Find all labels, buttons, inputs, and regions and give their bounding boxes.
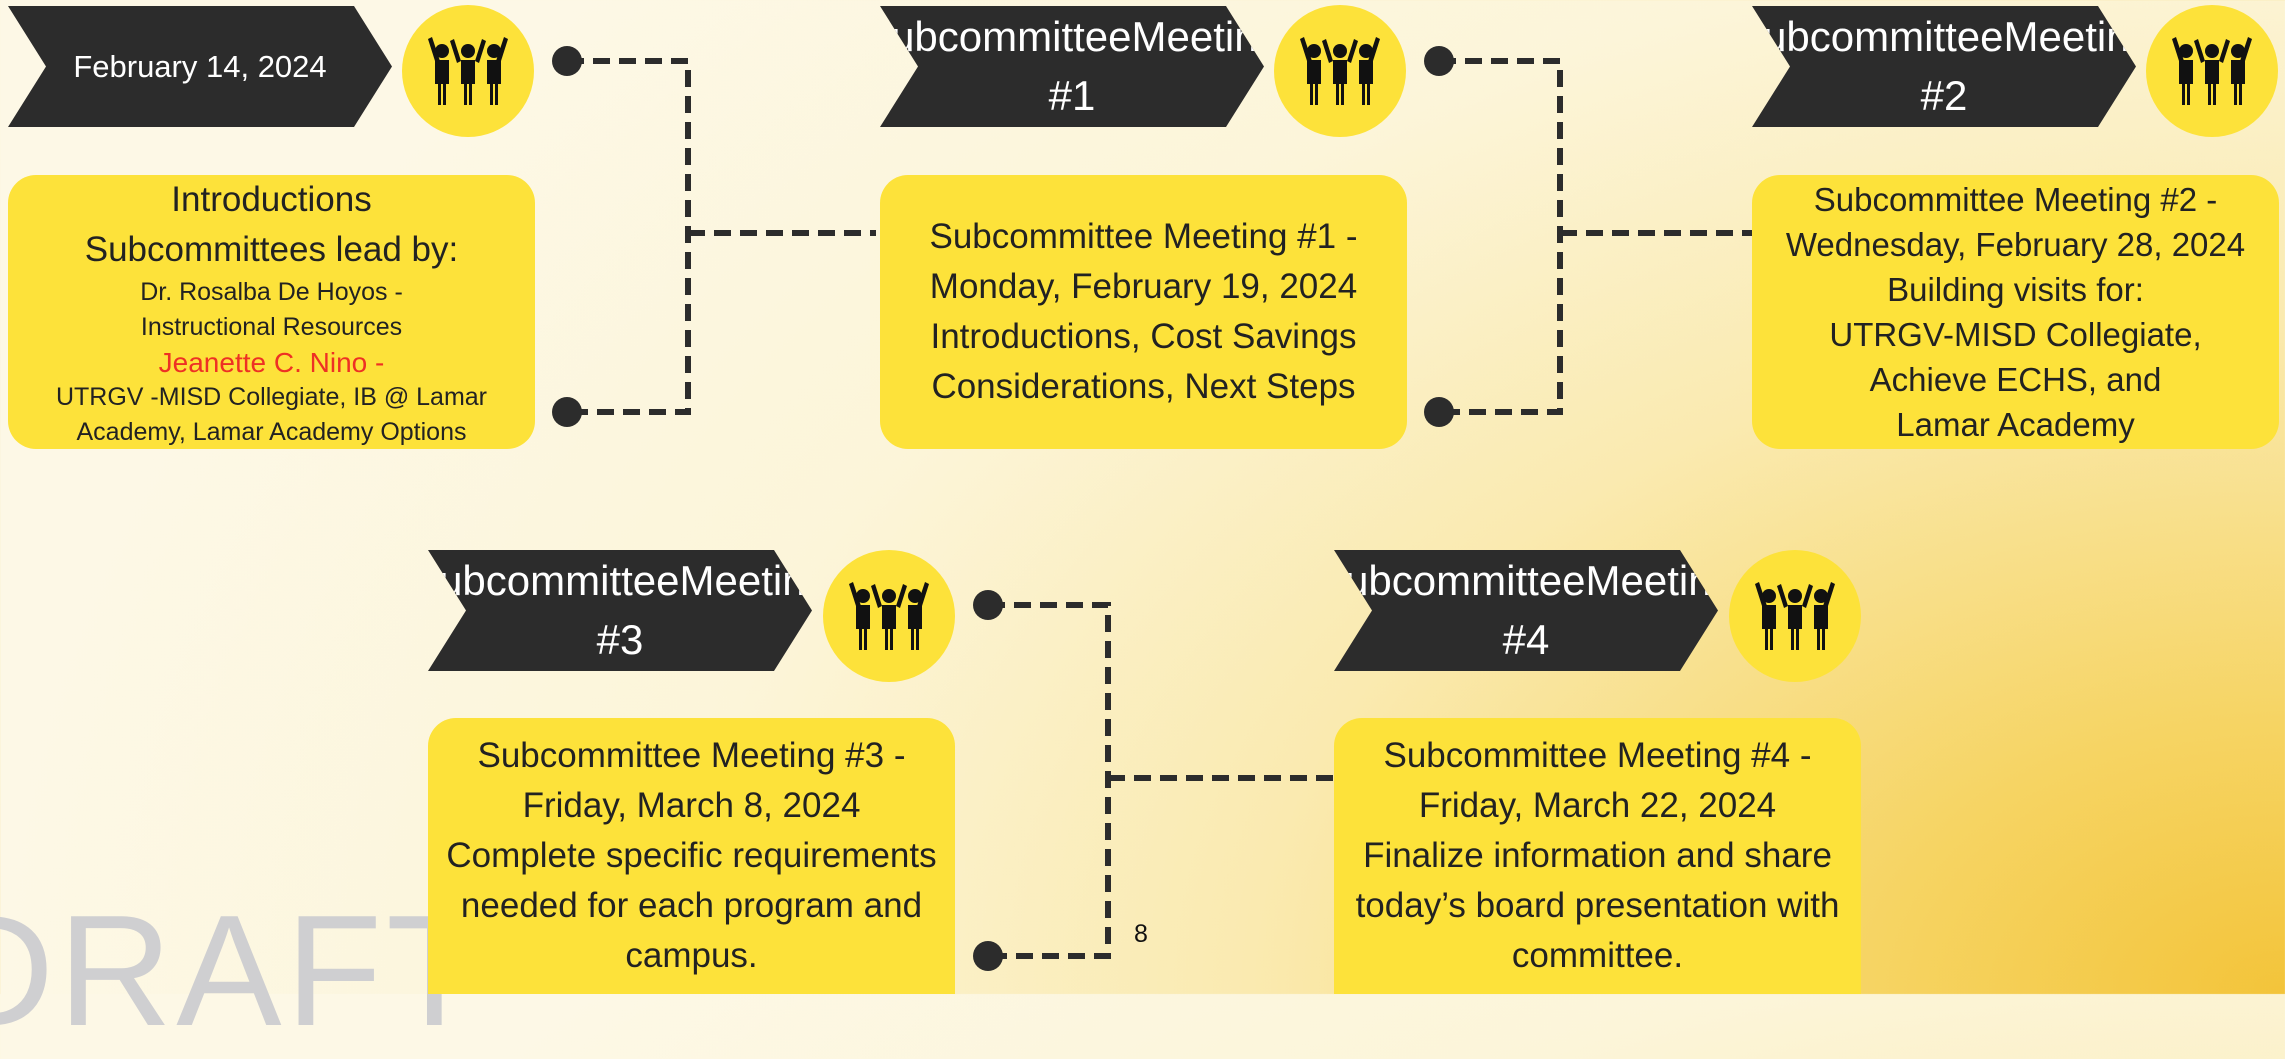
connector-dot [973,590,1003,620]
meeting-4-card-line-3: Finalize information and share [1363,836,1832,875]
team-icon-badge [2146,5,2278,137]
connector-bracket-1 [567,58,691,415]
connector-dot [1424,46,1454,76]
connector-dot [552,397,582,427]
meeting-4-card-line-1: Subcommittee Meeting #4 - [1383,736,1812,775]
team-celebrate-icon [1300,37,1380,105]
intro-lead: Subcommittees lead by: [84,229,459,269]
connector-dot [552,46,582,76]
intro-title: Introductions [171,179,372,219]
meeting-4-banner: SubcommitteeMeeting #4 [1334,550,1718,671]
intro-card: Introductions Subcommittees lead by: Dr.… [8,175,535,449]
intro-line-1: Dr. Rosalba De Hoyos - [140,277,403,306]
team-celebrate-icon [1755,582,1835,650]
team-celebrate-icon [849,582,929,650]
date-banner-label: February 14, 2024 [73,48,327,84]
meeting-2-banner: SubcommitteeMeeting #2 [1752,6,2136,127]
team-icon-badge [1729,550,1861,682]
team-celebrate-icon [428,37,508,105]
meeting-3-card-line-3: Complete specific requirements [446,836,937,875]
meeting-2-card-line-3: Building visits for: [1887,271,2144,308]
team-celebrate-icon [2172,37,2252,105]
intro-line-2: Instructional Resources [140,312,403,341]
intro-line-4: UTRGV -MISD Collegiate, IB @ Lamar [55,382,488,411]
meeting-4-card-line-4: today’s board presentation with [1355,886,1840,925]
meeting-4-card-line-5: committee. [1511,936,1684,975]
meeting-3-card-line-5: campus. [625,936,758,975]
meeting-2-card-line-1: Subcommittee Meeting #2 - [1813,181,2218,218]
meeting-1-banner: SubcommitteeMeeting #1 [880,6,1264,127]
meeting-3-card-line-1: Subcommittee Meeting #3 - [477,736,906,775]
meeting-3-card-line-2: Friday, March 8, 2024 [522,786,861,825]
meeting-1-card-line-3: Introductions, Cost Savings [930,317,1357,356]
connector-dot [973,941,1003,971]
meeting-2-card-line-5: Achieve ECHS, and [1869,361,2162,398]
team-icon-badge [402,5,534,137]
intro-line-5: Academy, Lamar Academy Options [76,417,467,446]
meeting-2-card-line-4: UTRGV-MISD Collegiate, [1829,316,2202,353]
meeting-3-banner: SubcommitteeMeeting #3 [428,550,812,671]
connector-lines [552,46,1752,971]
page-number: 8 [1134,920,1148,948]
meeting-1-card-line-1: Subcommittee Meeting #1 - [929,217,1358,256]
meeting-1-card-line-4: Considerations, Next Steps [931,367,1356,406]
meeting-2-card-line-2: Wednesday, February 28, 2024 [1785,226,2246,263]
meeting-4-card-line-2: Friday, March 22, 2024 [1418,786,1777,825]
meeting-2-card: Subcommittee Meeting #2 - Wednesday, Feb… [1752,175,2279,449]
meeting-3-card: Subcommittee Meeting #3 - Friday, March … [428,718,955,994]
meeting-4-card: Subcommittee Meeting #4 - Friday, March … [1334,718,1861,994]
team-icon-badge [1274,5,1406,137]
intro-line-3: Jeanette C. Nino - [158,346,385,378]
connector-bracket-2 [1439,58,1563,415]
team-icon-badge [823,550,955,682]
meeting-1-card-line-2: Monday, February 19, 2024 [929,267,1358,306]
meeting-2-card-line-6: Lamar Academy [1896,406,2135,443]
draft-watermark: DRAFT [0,883,487,1059]
connector-bracket-3 [988,602,1111,959]
date-banner: February 14, 2024 [8,6,392,127]
meeting-1-card: Subcommittee Meeting #1 - Monday, Februa… [880,175,1407,449]
connector-dot [1424,397,1454,427]
meeting-3-card-line-4: needed for each program and [460,886,923,925]
